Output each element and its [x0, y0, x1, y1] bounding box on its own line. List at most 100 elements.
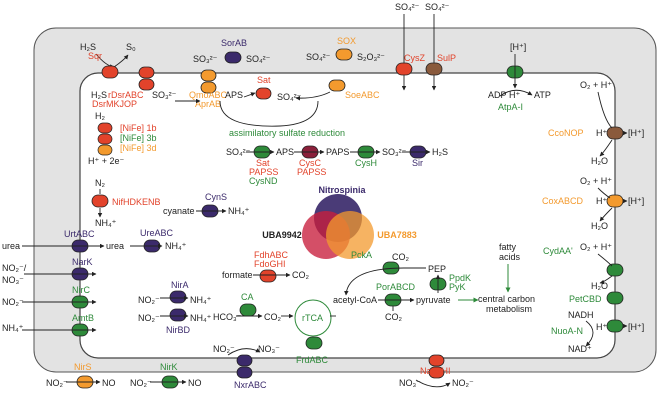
so3-dsr-label: SO₃²⁻ — [152, 90, 177, 100]
no-nirk-label: NO — [188, 378, 202, 388]
sqr-transporter — [101, 65, 119, 79]
h-top-label: [H⁺] — [510, 42, 526, 52]
no-nirs-label: NO — [102, 378, 116, 388]
venn-nitrospinia-label: Nitrospinia — [318, 185, 366, 195]
nife3b-label: [NiFe] 3b — [120, 133, 157, 143]
sat-protein — [255, 87, 272, 100]
petcbd-label: PetCBD — [569, 294, 602, 304]
qmoabc-label: QmoABC — [189, 90, 228, 100]
hydrogenase-1 — [97, 122, 113, 134]
formate-label: formate — [222, 270, 253, 280]
hout-label-1: [H⁺] — [628, 128, 644, 138]
nirc-label: NirC — [72, 285, 90, 295]
sulp-transporter — [425, 62, 443, 76]
cyns-label: CynS — [205, 192, 227, 202]
nife3d-label: [NiFe] 3d — [120, 143, 157, 153]
hydrogenase-2 — [97, 133, 113, 145]
nirk-label: NirK — [160, 362, 178, 372]
cysz-label: CysZ — [404, 53, 425, 63]
assim-so4: SO₄²⁻ — [226, 147, 251, 157]
sox-label: SOX — [337, 36, 356, 46]
nh4-nif-label: NH₄⁺ — [95, 218, 117, 228]
so4-sor-label: SO₄²⁻ — [246, 54, 271, 64]
co2-por-label: CO₂ — [385, 312, 403, 322]
so3-sor-label: SO₃²⁻ — [193, 54, 218, 64]
cconop-label: CcoNOP — [548, 128, 584, 138]
s0-label: S₀ — [126, 42, 136, 52]
atpa-label: AtpA-I — [498, 102, 523, 112]
urtabc-label: UrtABC — [64, 229, 95, 239]
pcka-label: PckA — [351, 250, 372, 260]
assim-cysc-label: CysC — [299, 158, 321, 168]
nuoa-complex — [606, 319, 624, 333]
pyk-label: PyK — [449, 282, 466, 292]
urea-ext-label: urea — [2, 241, 20, 251]
frdabc-enzyme — [305, 336, 323, 350]
fdoghi-label: FdoGHI — [254, 259, 286, 269]
nark-label: NarK — [72, 257, 93, 267]
central-label-2: metabolism — [486, 304, 532, 314]
hin-label-1: H⁺ — [596, 128, 607, 138]
cydaa-complex — [606, 263, 624, 277]
nh4-cyanate-label: NH₄⁺ — [228, 206, 250, 216]
nira-label: NirA — [171, 280, 189, 290]
petcbd-complex — [606, 291, 624, 305]
nxr-protein-2 — [236, 366, 253, 379]
nark-no2-label: NO₂⁻/ — [2, 263, 27, 273]
sorab-transporter — [224, 51, 242, 64]
urea-int-label: urea — [106, 241, 124, 251]
sox-protein — [335, 48, 353, 61]
dsrmkjop-label: DsrMKJOP — [92, 99, 137, 109]
assim-cysh-label: CysH — [355, 158, 377, 168]
nar-protein-2 — [428, 366, 445, 379]
sat-label: Sat — [257, 75, 271, 85]
ca-enzyme — [239, 303, 257, 317]
nife1b-label: [NiFe] 1b — [120, 123, 157, 133]
h2s-sqr-label: H₂S — [80, 42, 96, 52]
fatty-label: fatty — [499, 242, 517, 252]
h2o-label-1: H₂O — [591, 156, 608, 166]
nirbd-label: NirBD — [166, 325, 190, 335]
no2-nirk-label: NO₂⁻ — [130, 378, 152, 388]
nira-enzyme — [169, 290, 187, 304]
sorab-label: SorAB — [221, 38, 247, 48]
rtca-cycle — [294, 299, 332, 337]
amtb-nh4-label: NH₄⁺ — [2, 323, 24, 333]
h2-label: H₂ — [95, 111, 105, 121]
h2o-label-3: H₂O — [591, 281, 608, 291]
n2-label: N₂ — [95, 178, 105, 188]
venn-diagram: Nitrospinia UBA9942 UBA7883 — [262, 185, 417, 259]
nuoa-label: NuoA-N — [551, 326, 583, 336]
nad-label: NAD⁺ — [568, 344, 592, 354]
no2-nxr-label: NO₂⁻ — [213, 344, 235, 354]
nxrabc-label: NxrABC — [234, 380, 267, 390]
no2-nirbd-label: NO₂⁻ — [138, 313, 160, 323]
acids-label: acids — [499, 252, 521, 262]
h2o-label-2: H₂O — [591, 221, 608, 231]
assim-papss-label-1: PAPSS — [249, 167, 278, 177]
h-atp-label: H⁺ — [509, 90, 520, 100]
no3-nxr-label: NO₃⁻ — [258, 344, 280, 354]
assim-sir-label: Sir — [412, 158, 423, 168]
adp-label: ADP — [488, 90, 507, 100]
ureabc-label: UreABC — [140, 228, 174, 238]
fdhabc-label: FdhABC — [254, 250, 289, 260]
nark-no3-label: NO₃⁻ — [2, 275, 24, 285]
cysz-transporter — [395, 62, 413, 76]
nar-protein-1 — [428, 354, 445, 367]
nxr-protein-1 — [236, 354, 253, 367]
aps-label: APS — [225, 90, 243, 100]
aprab-label: AprAB — [195, 99, 221, 109]
co2-ca-label: CO₂ — [264, 312, 282, 322]
assim-aps: APS — [276, 147, 294, 157]
sulp-label: SulP — [437, 53, 456, 63]
rdsr-protein-1 — [138, 66, 155, 79]
porabcd-label: PorABCD — [376, 282, 416, 292]
nirbd-enzyme — [169, 308, 187, 322]
ppdk-label: PpdK — [449, 273, 471, 283]
venn-uba7883-label: UBA7883 — [377, 230, 417, 240]
rdsrabc-label: rDsrABC — [108, 90, 144, 100]
nh4-nira-label: NH₄⁺ — [190, 295, 212, 305]
ca-label: CA — [241, 292, 254, 302]
